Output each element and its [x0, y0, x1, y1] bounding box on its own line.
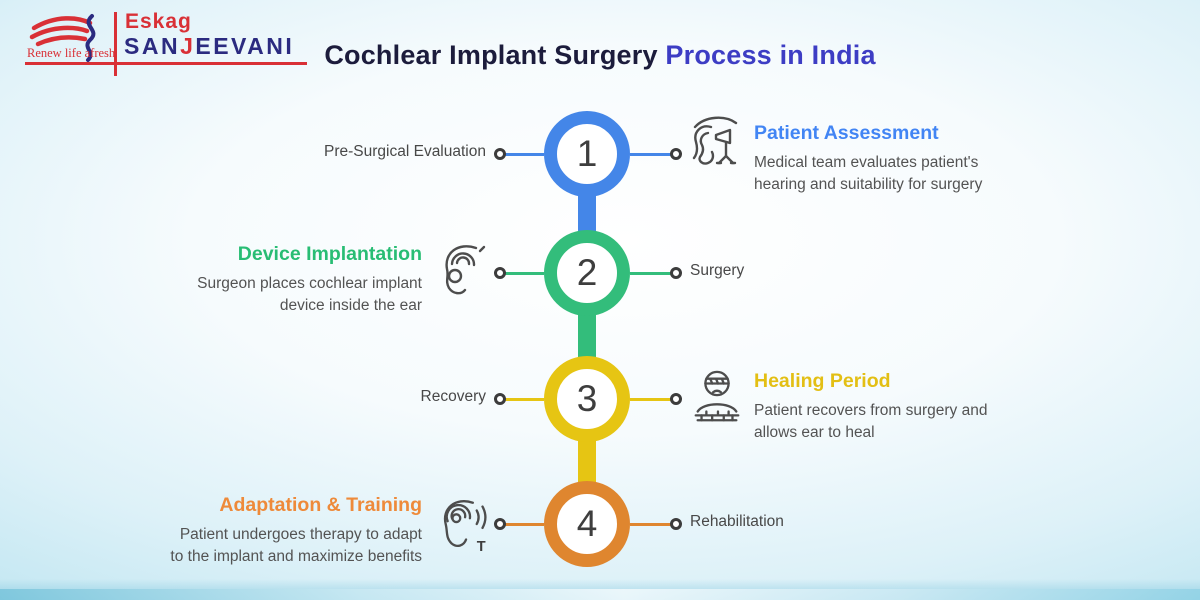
- step-4-content: Adaptation & Training Patient undergoes …: [170, 494, 422, 568]
- step-4-connector-label: Rehabilitation: [690, 513, 784, 530]
- brand-logo: Eskag SANJEEVANI Renew life afresh: [25, 8, 310, 78]
- timeline-connector-3-4: [578, 433, 596, 490]
- step-2-connector-label: Surgery: [690, 262, 745, 279]
- page-title: Cochlear Implant Surgery Process in Indi…: [0, 40, 1200, 71]
- step-1-right-line: [630, 153, 672, 156]
- step-2-description: Surgeon places cochlear implant device i…: [197, 275, 422, 314]
- step-1-circle: 1: [544, 111, 630, 197]
- step-2-number: 2: [576, 252, 598, 293]
- step-4-number: 4: [576, 503, 598, 544]
- step-3-right-endpoint: [670, 393, 682, 405]
- ear-hearing-training-icon: T: [436, 494, 498, 556]
- step-2-left-endpoint: [494, 267, 506, 279]
- step-2-heading: Device Implantation: [237, 243, 422, 265]
- step-1-right-endpoint: [670, 148, 682, 160]
- brand-name-pre: SAN: [124, 33, 181, 59]
- brand-name-post: EEVANI: [195, 33, 295, 59]
- step-4-left-line: [502, 523, 544, 526]
- step-4-left-endpoint: [494, 518, 506, 530]
- step-1-left-line: [502, 153, 544, 156]
- timeline-connector-1-2: [578, 188, 596, 239]
- bandaged-patient-icon: [686, 369, 748, 427]
- page-title-part2: Process in India: [665, 40, 876, 70]
- step-2-content: Device Implantation Surgeon places cochl…: [160, 243, 422, 317]
- logo-bird-icon: [29, 14, 96, 62]
- brand-name-j: J: [180, 33, 196, 59]
- logo-divider-horizontal: [25, 62, 307, 65]
- step-1-content: Patient Assessment Medical team evaluate…: [754, 122, 1024, 196]
- step-4-heading: Adaptation & Training: [219, 494, 422, 516]
- step-4-circle: 4: [544, 481, 630, 567]
- ear-examination-icon: [686, 112, 746, 172]
- timeline-connector-2-3: [578, 307, 596, 365]
- step-2-right-line: [630, 272, 672, 275]
- step-2-circle: 2: [544, 230, 630, 316]
- step-3-content: Healing Period Patient recovers from sur…: [754, 370, 1024, 444]
- step-1-number: 1: [576, 133, 598, 174]
- step-4-right-line: [630, 523, 672, 526]
- step-2-left-line: [502, 272, 544, 275]
- step-4-description: Patient undergoes therapy to adapt to th…: [170, 526, 422, 565]
- step-1-heading: Patient Assessment: [754, 122, 939, 144]
- cochlear-implant-ear-icon: [436, 241, 496, 301]
- step-4-right-endpoint: [670, 518, 682, 530]
- step-2-right-endpoint: [670, 267, 682, 279]
- brand-tagline: Renew life afresh: [27, 46, 116, 60]
- step-1-connector-label: Pre-Surgical Evaluation: [324, 143, 486, 160]
- logo-divider-vertical: [114, 12, 117, 76]
- step-3-connector-label: Recovery: [420, 388, 486, 405]
- step-3-description: Patient recovers from surgery and allows…: [754, 402, 988, 441]
- step-3-heading: Healing Period: [754, 370, 891, 392]
- step-3-circle: 3: [544, 356, 630, 442]
- training-t-letter: T: [477, 539, 486, 555]
- step-1-description: Medical team evaluates patient's hearing…: [754, 154, 983, 193]
- bottom-accent-bar: [0, 589, 1200, 600]
- step-3-right-line: [630, 398, 672, 401]
- page-title-part1: Cochlear Implant Surgery: [324, 40, 658, 70]
- step-3-left-endpoint: [494, 393, 506, 405]
- step-1-left-endpoint: [494, 148, 506, 160]
- step-3-number: 3: [576, 378, 598, 419]
- step-3-left-line: [502, 398, 544, 401]
- brand-name-main: SANJEEVANI: [124, 33, 294, 60]
- brand-name-top: Eskag: [125, 10, 192, 33]
